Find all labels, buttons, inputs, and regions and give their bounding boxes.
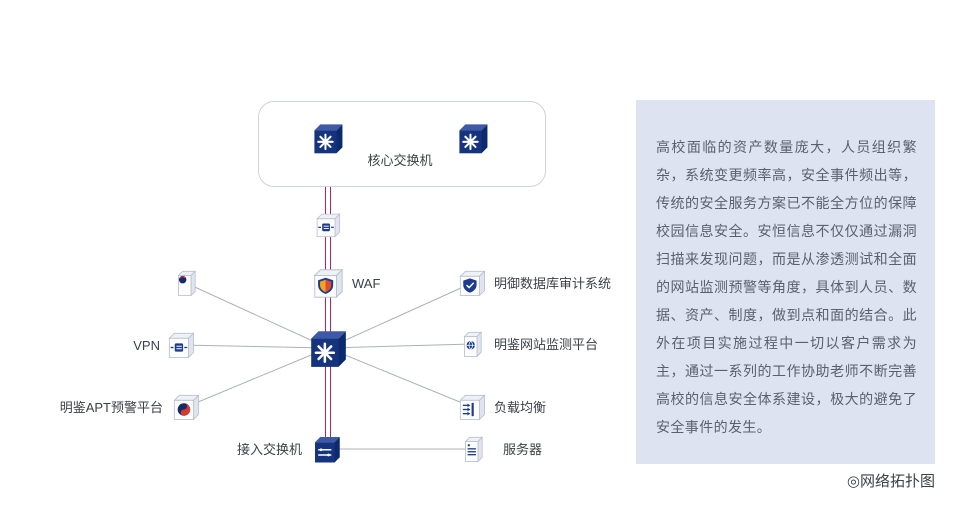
waf-shield-icon: [311, 266, 345, 300]
apt-platform-node: [171, 392, 201, 422]
switch-icon: [307, 327, 349, 369]
access-switch-label: 接入交换机: [236, 442, 302, 457]
vpn-label: VPN: [133, 338, 160, 353]
load-balance-node: [457, 392, 487, 422]
web-monitor-node: [457, 329, 487, 359]
apt-platform-label: 明鉴APT预警平台: [59, 400, 163, 415]
description-text: 高校面临的资产数量庞大，人员组织繁杂，系统变更频率高，安全事件频出等，传统的安全…: [656, 139, 917, 435]
shield-icon: [457, 268, 487, 298]
core-switch-area: [258, 101, 546, 187]
switch-icon: [311, 121, 345, 155]
figure-caption: ◎网络拓扑图: [846, 473, 935, 490]
core-switch-node-2: [456, 121, 490, 155]
server-label: 服务器: [503, 442, 543, 457]
vpn-node: [166, 330, 196, 360]
core-switch-node-1: [311, 121, 345, 155]
firewall-node: [314, 211, 342, 239]
load-balancer-icon: [457, 392, 487, 422]
central-switch-node: [307, 327, 349, 369]
firewall-icon: [314, 211, 342, 239]
vpn-device-icon: [166, 330, 196, 360]
web-monitor-label: 明鉴网站监测平台: [494, 337, 599, 352]
description-panel: 高校面临的资产数量庞大，人员组织繁杂，系统变更频率高，安全事件频出等，传统的安全…: [636, 100, 935, 464]
load-balance-label: 负载均衡: [494, 400, 547, 415]
device-node-top-left: [171, 268, 201, 298]
waf-label: WAF: [352, 276, 381, 291]
db-audit-node: [457, 268, 487, 298]
waf-node: [311, 266, 345, 300]
access-switch-node: [312, 434, 342, 464]
db-audit-label: 明御数据库审计系统: [494, 276, 612, 291]
server-icon: [458, 434, 488, 464]
core-switch-label: 核心交换机: [367, 153, 433, 168]
apt-swirl-icon: [171, 392, 201, 422]
server-orb-icon: [171, 268, 201, 298]
server-node: [458, 434, 488, 464]
monitor-globe-icon: [457, 329, 487, 359]
access-switch-icon: [312, 434, 342, 464]
switch-icon: [456, 121, 490, 155]
